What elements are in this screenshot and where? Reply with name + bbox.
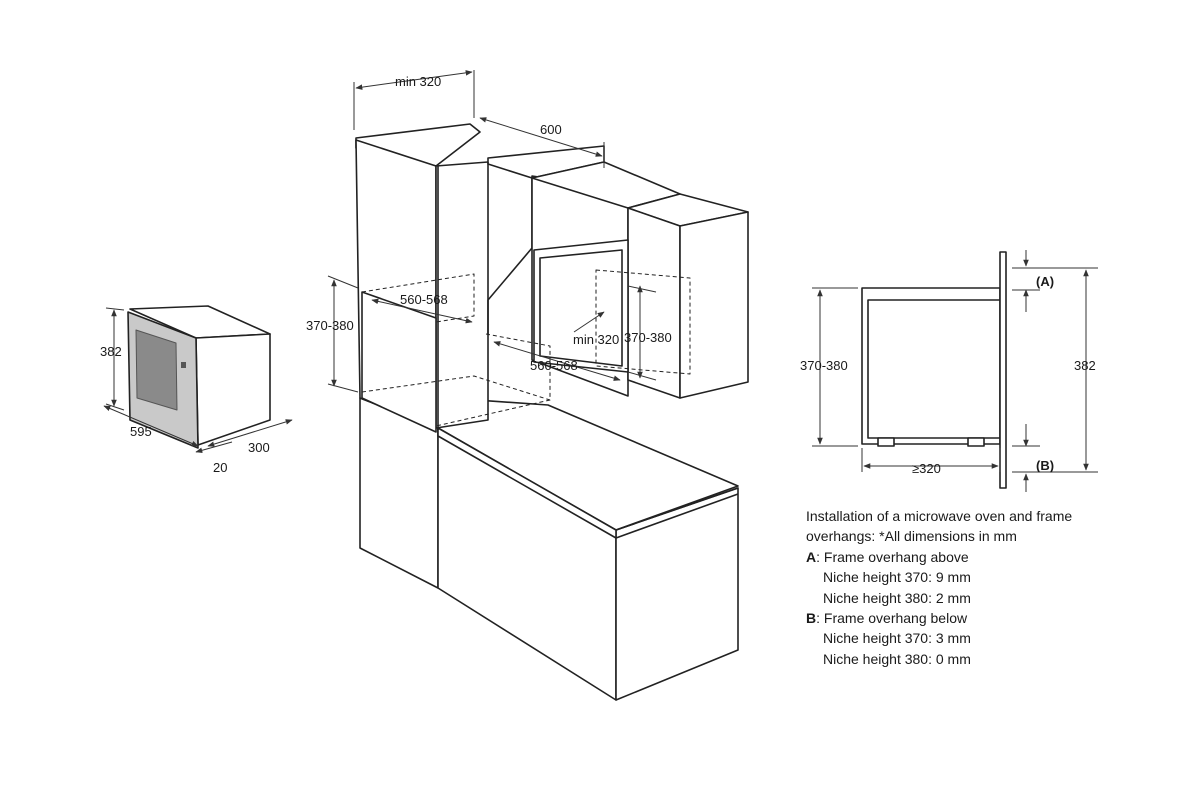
side-dimension-lines (812, 250, 1098, 492)
side-section-drawing (861, 251, 1007, 489)
niche-min-depth-label: min 320 (573, 332, 619, 347)
notes-intro-line1: Installation of a microwave oven and fra… (806, 508, 1073, 524)
microwave-dimension-lines (103, 307, 293, 454)
installation-notes: Installation of a microwave oven and fra… (806, 506, 1136, 669)
notes-a-heading: A: Frame overhang above (806, 547, 1136, 567)
notes-b-letter: B (806, 610, 817, 627)
side-depth-label: ≥320 (912, 461, 941, 476)
frame-depth-label: 20 (213, 460, 227, 475)
notes-a-title: : Frame overhang above (816, 548, 969, 565)
label-b: (B) (1036, 458, 1054, 473)
side-height-label: 370-380 (800, 358, 848, 373)
oven-height-label: 382 (100, 344, 122, 359)
kitchen-cabinet-drawing (355, 123, 749, 701)
cabinet-dimension-lines (327, 70, 657, 393)
niche-height-left-label: 370-380 (306, 318, 354, 333)
notes-a-item2: Niche height 380: 2 mm (823, 589, 971, 606)
oven-depth-label: 300 (248, 440, 270, 455)
niche-width-left-label: 560-568 (400, 292, 448, 307)
notes-b-item1: Niche height 370: 3 mm (823, 630, 971, 647)
oven-width-label: 595 (130, 424, 152, 439)
label-a: (A) (1036, 274, 1054, 289)
min-depth-top-label: min 320 (395, 74, 441, 89)
side-total-height-label: 382 (1074, 358, 1096, 373)
notes-b-heading: B: Frame overhang below (806, 608, 1136, 628)
notes-intro-line2: overhangs: *All dimensions in mm (806, 528, 1017, 545)
notes-a-letter: A (806, 548, 817, 565)
notes-b-item2: Niche height 380: 0 mm (823, 650, 971, 667)
notes-b-title: : Frame overhang below (816, 610, 968, 627)
niche-width-right-label: 560-568 (530, 358, 578, 373)
niche-height-right-label: 370-380 (624, 330, 672, 345)
notes-a-item1: Niche height 370: 9 mm (823, 569, 971, 586)
cabinet-depth-label: 600 (540, 122, 562, 137)
